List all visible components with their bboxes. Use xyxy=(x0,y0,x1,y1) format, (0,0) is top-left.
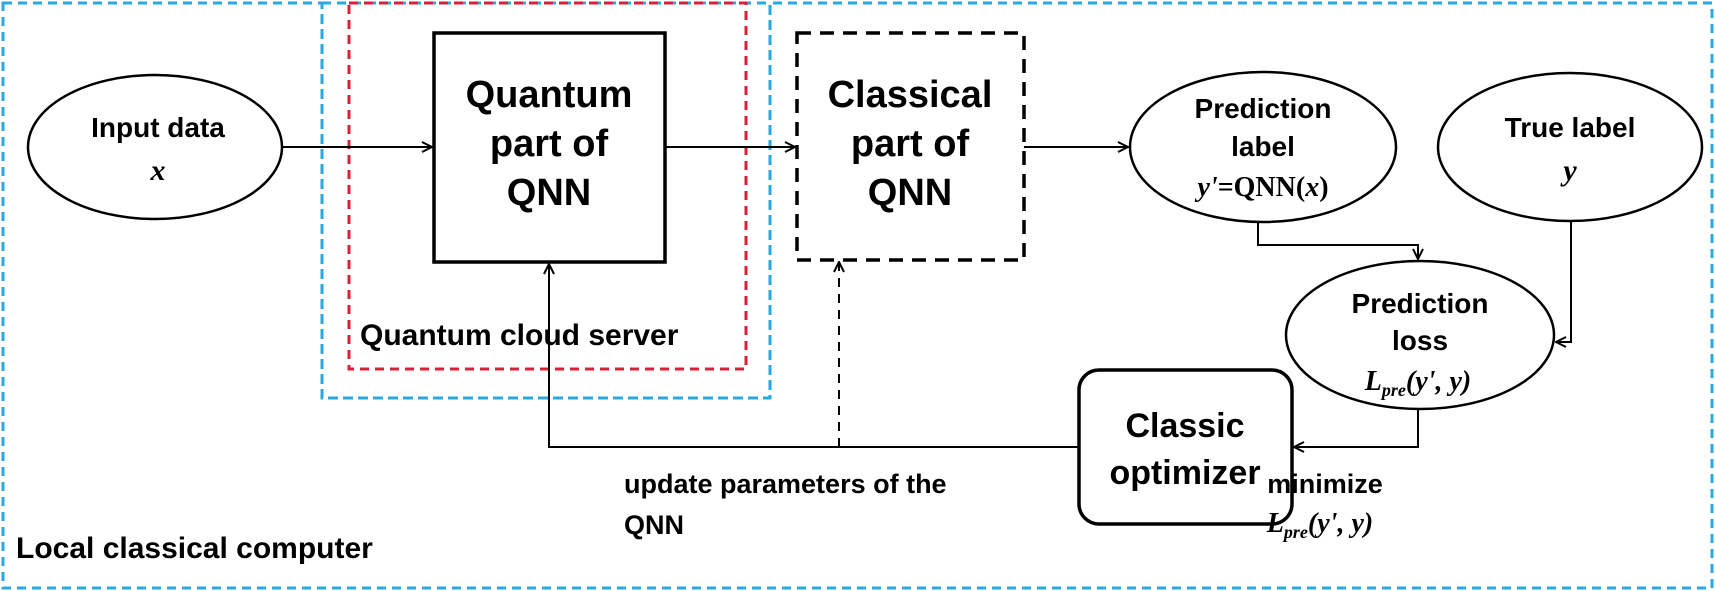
minimize-label: minimize xyxy=(1267,469,1383,499)
prediction-loss-formula: Lpre(y', y) xyxy=(1364,366,1471,400)
prediction-label-line2: label xyxy=(1231,131,1295,162)
minimize-formula: Lpre(y', y) xyxy=(1266,508,1373,542)
cloud-server-label: Quantum cloud server xyxy=(360,319,679,352)
quantum-part-line3: QNN xyxy=(507,172,591,214)
quantum-part-node xyxy=(432,31,667,264)
quantum-cloud-server-region xyxy=(347,1,748,371)
input-data-var: x xyxy=(150,154,166,187)
cloud-outer-region xyxy=(320,1,772,400)
prediction-loss-line2: loss xyxy=(1392,325,1448,356)
prediction-loss-node xyxy=(1284,259,1556,411)
update-params-line1: update parameters of the xyxy=(624,469,947,499)
quantum-part-line2: part of xyxy=(490,123,609,165)
classic-optimizer-node xyxy=(1077,368,1294,526)
optimizer-line1: Classic xyxy=(1125,407,1244,445)
prediction-label-node xyxy=(1128,70,1398,224)
input-data-label: Input data xyxy=(91,112,225,143)
prediction-label-line1: Prediction xyxy=(1195,93,1332,124)
input-data-node xyxy=(26,73,284,221)
prediction-loss-line1: Prediction xyxy=(1352,288,1489,319)
classical-part-node xyxy=(795,31,1026,262)
true-label-node xyxy=(1436,71,1704,223)
edge-true-to-loss xyxy=(1556,221,1572,342)
true-label-line1: True label xyxy=(1505,112,1636,143)
edge-loss-to-optimizer xyxy=(1294,409,1419,447)
optimizer-line2: optimizer xyxy=(1109,454,1260,492)
classical-part-line1: Classical xyxy=(828,74,993,116)
classical-part-line2: part of xyxy=(851,123,970,165)
classical-part-line3: QNN xyxy=(868,172,952,214)
prediction-label-formula: y'=QNN(x) xyxy=(1194,172,1328,203)
local-computer-label: Local classical computer xyxy=(16,532,373,565)
true-label-var: y xyxy=(1560,154,1577,187)
quantum-part-line1: Quantum xyxy=(466,74,633,116)
update-params-line2: QNN xyxy=(624,510,684,540)
edge-optimizer-to-quantum xyxy=(549,264,1079,448)
edge-prediction-to-loss xyxy=(1257,222,1418,259)
